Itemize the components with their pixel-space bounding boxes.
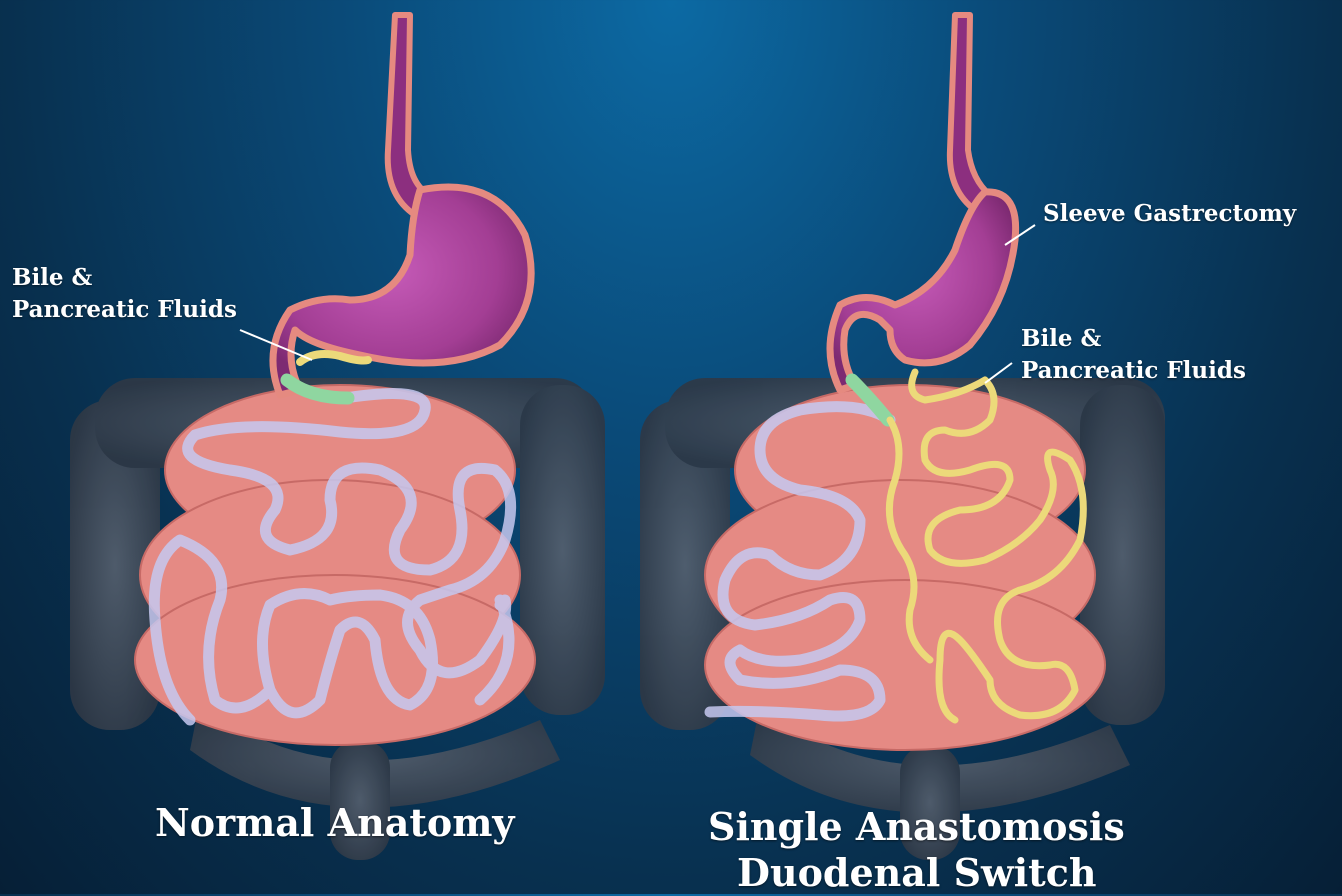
left-stomach	[273, 187, 531, 395]
sads-caption-line1: Single Anastomosis	[708, 804, 1125, 850]
left-bile-label-line1: Bile &	[12, 262, 92, 294]
left-esophagus	[388, 15, 430, 215]
left-bile-label-line2: Pancreatic Fluids	[12, 294, 237, 326]
right-bile-label-line2: Pancreatic Fluids	[1021, 355, 1246, 387]
right-esophagus	[950, 15, 990, 210]
sleeve-gastrectomy-label: Sleeve Gastrectomy	[1043, 198, 1296, 230]
normal-anatomy-illustration	[70, 15, 605, 860]
sads-illustration	[640, 15, 1165, 860]
normal-anatomy-caption: Normal Anatomy	[155, 800, 515, 846]
right-bile-label-line1: Bile &	[1021, 323, 1101, 355]
right-sleeve-stomach	[830, 192, 1016, 390]
sads-caption-line2: Duodenal Switch	[737, 850, 1097, 896]
